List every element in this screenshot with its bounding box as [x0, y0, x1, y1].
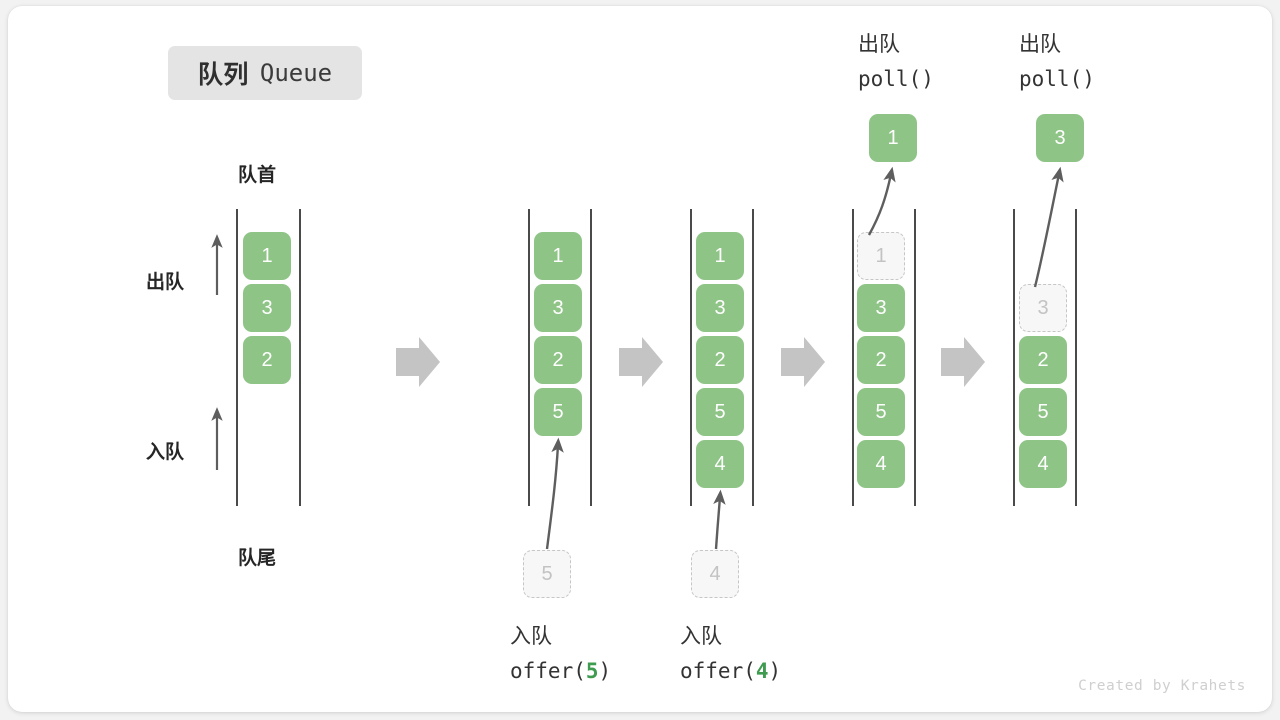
- op-code-offer4-arg: 4: [755, 659, 769, 683]
- title-label-en: Queue: [259, 59, 333, 87]
- op-header-offer-5: 入队 offer(5): [510, 620, 611, 688]
- queue-rail-right-2: [590, 209, 592, 506]
- watermark-credit: Created by Krahets: [1078, 678, 1246, 694]
- queue-cell: 1: [534, 232, 582, 280]
- queue-rail-left-5: [1013, 209, 1015, 506]
- op-header-offer-4: 入队 offer(4): [680, 620, 781, 688]
- op-code-offer5-arg: 5: [585, 659, 599, 683]
- op-code-poll2: poll(): [1019, 67, 1095, 91]
- enqueue-direction-label: 入队: [146, 442, 185, 463]
- op-code-offer5: offer(5): [510, 654, 611, 688]
- incoming-ghost-cell: 5: [523, 550, 571, 598]
- diagram-title-chip: 队列 Queue: [168, 46, 362, 100]
- op-label-cn-offer5: 入队: [510, 625, 552, 648]
- queue-rail-right-5: [1075, 209, 1077, 506]
- queue-cell: 5: [696, 388, 744, 436]
- op-header-poll-1: 出队 poll(): [858, 28, 934, 96]
- polled-cell: 1: [869, 114, 917, 162]
- op-code-offer4-prefix: offer(: [680, 659, 756, 683]
- queue-cell: 2: [243, 336, 291, 384]
- queue-cell: 5: [534, 388, 582, 436]
- queue-rail-left-3: [690, 209, 692, 506]
- incoming-ghost-cell: 4: [691, 550, 739, 598]
- queue-cell: 4: [857, 440, 905, 488]
- op-code-poll1: poll(): [858, 67, 934, 91]
- op-label-cn-offer4: 入队: [680, 625, 722, 648]
- queue-cell: 5: [857, 388, 905, 436]
- queue-cell: 3: [857, 284, 905, 332]
- op-label-cn-poll1: 出队: [858, 33, 900, 56]
- queue-cell: 1: [243, 232, 291, 280]
- queue-cell: 2: [534, 336, 582, 384]
- queue-rail-left-1: [236, 209, 238, 506]
- queue-rear-label: 队尾: [238, 548, 277, 569]
- queue-cell: 5: [1019, 388, 1067, 436]
- queue-cell-removed: 1: [857, 232, 905, 280]
- op-label-cn-poll2: 出队: [1019, 33, 1061, 56]
- title-label-cn: 队列: [197, 61, 249, 89]
- queue-cell: 3: [243, 284, 291, 332]
- queue-cell: 3: [534, 284, 582, 332]
- queue-cell: 1: [696, 232, 744, 280]
- op-header-poll-2: 出队 poll(): [1019, 28, 1095, 96]
- polled-cell: 3: [1036, 114, 1084, 162]
- dequeue-direction-label: 出队: [146, 272, 185, 293]
- diagram-card: [8, 6, 1272, 712]
- queue-rail-right-1: [299, 209, 301, 506]
- queue-rail-right-3: [752, 209, 754, 506]
- op-code-offer5-suffix: ): [598, 659, 612, 683]
- queue-rail-right-4: [914, 209, 916, 506]
- queue-cell: 2: [696, 336, 744, 384]
- queue-cell: 4: [696, 440, 744, 488]
- queue-cell-removed: 3: [1019, 284, 1067, 332]
- queue-rail-left-2: [528, 209, 530, 506]
- op-code-offer5-prefix: offer(: [510, 659, 586, 683]
- op-code-offer4: offer(4): [680, 654, 781, 688]
- queue-cell: 3: [696, 284, 744, 332]
- queue-front-label: 队首: [238, 165, 277, 186]
- queue-rail-left-4: [852, 209, 854, 506]
- queue-cell: 4: [1019, 440, 1067, 488]
- op-code-offer4-suffix: ): [768, 659, 782, 683]
- queue-cell: 2: [1019, 336, 1067, 384]
- queue-cell: 2: [857, 336, 905, 384]
